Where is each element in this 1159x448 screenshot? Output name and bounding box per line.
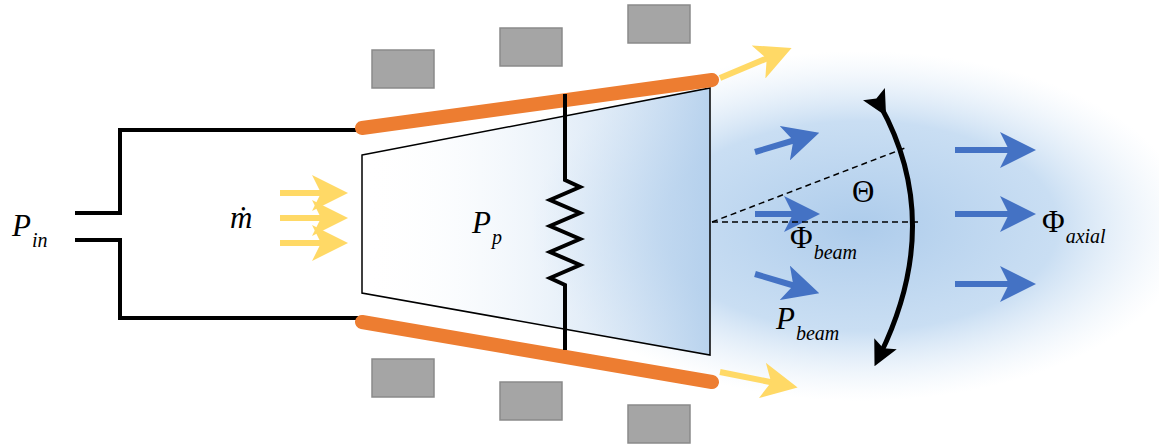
feed-chamber	[75, 130, 360, 318]
symbol: P	[472, 207, 491, 238]
resistor-symbol	[550, 94, 580, 350]
symbol: Θ	[852, 176, 874, 207]
plasma-glow	[362, 88, 710, 355]
subscript: beam	[796, 323, 839, 343]
subscript: in	[32, 230, 48, 250]
symbol: P	[12, 210, 31, 241]
angle-lines	[712, 148, 918, 222]
magnets	[372, 5, 690, 443]
symbol: Φ	[1042, 206, 1065, 237]
symbol: P	[776, 303, 795, 334]
subscript: axial	[1066, 226, 1106, 246]
subscript: beam	[814, 242, 857, 262]
discharge-channel	[362, 88, 710, 355]
symbol: Φ	[790, 222, 813, 253]
symbol: ṁ	[230, 202, 252, 233]
beam-arrows	[755, 138, 1018, 288]
subscript: p	[492, 227, 502, 247]
angle-arc	[880, 105, 913, 355]
propellant-arrows	[280, 55, 780, 384]
